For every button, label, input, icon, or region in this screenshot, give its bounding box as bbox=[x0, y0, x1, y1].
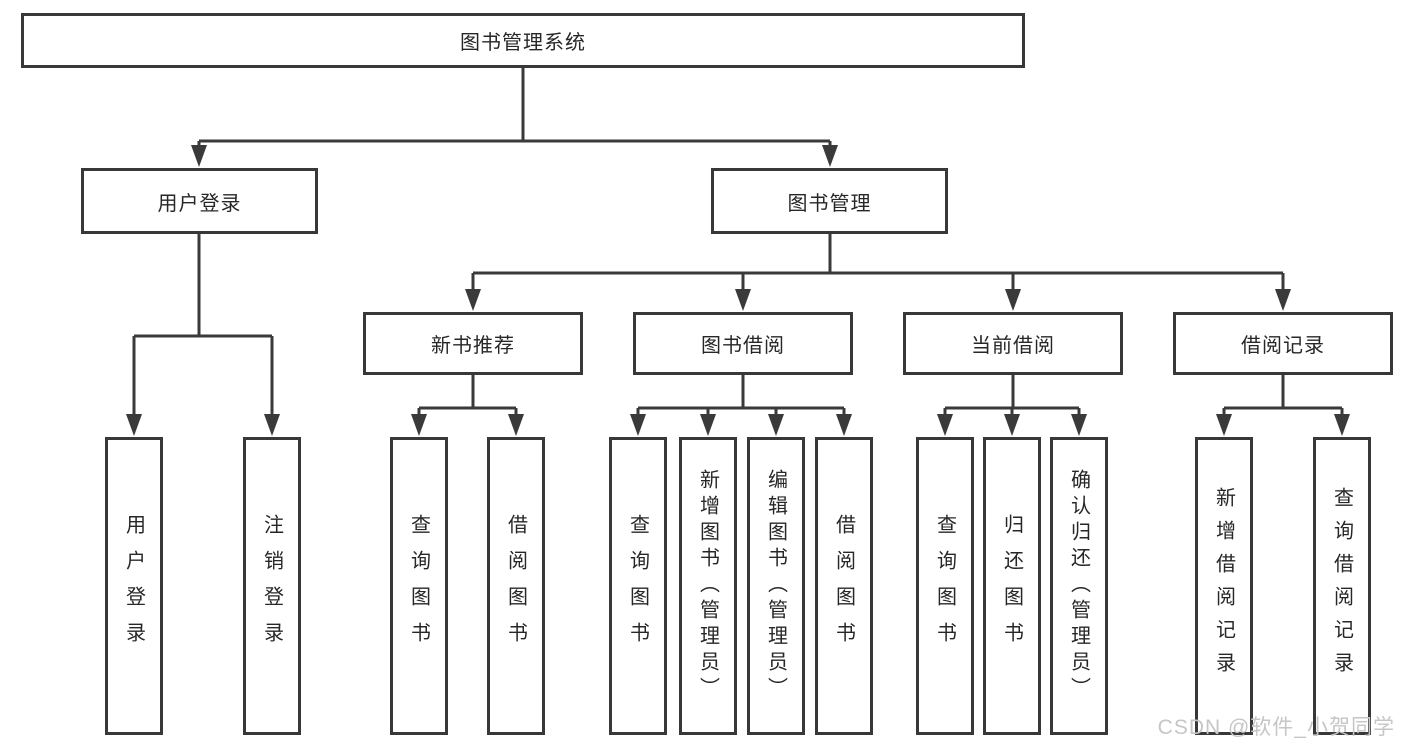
leaf-query-books: 查询图书 bbox=[609, 437, 667, 735]
node-label: 新增借阅记录 bbox=[1212, 487, 1235, 685]
leaf-logout: 注销登录 bbox=[243, 437, 301, 735]
node-book-borrow: 图书借阅 bbox=[633, 312, 853, 375]
leaf-borrow-books: 借阅图书 bbox=[815, 437, 873, 735]
node-label: 查询图书 bbox=[933, 514, 956, 658]
node-label: 当前借阅 bbox=[971, 335, 1055, 357]
node-user-login: 用户登录 bbox=[81, 168, 318, 234]
leaf-return-book: 归还图书 bbox=[983, 437, 1041, 735]
node-label: 确认归还（管理员） bbox=[1067, 469, 1090, 703]
node-label: 查询借阅记录 bbox=[1330, 487, 1353, 685]
leaf-query-books: 查询图书 bbox=[916, 437, 974, 735]
leaf-query-borrow-record: 查询借阅记录 bbox=[1313, 437, 1371, 735]
node-label: 借阅图书 bbox=[504, 514, 527, 658]
node-label: 图书借阅 bbox=[701, 335, 785, 357]
leaf-borrow-books: 借阅图书 bbox=[487, 437, 545, 735]
node-label: 用户登录 bbox=[157, 192, 242, 215]
node-label: 编辑图书（管理员） bbox=[764, 469, 787, 703]
node-label: 借阅图书 bbox=[832, 514, 855, 658]
node-new-book-recommend: 新书推荐 bbox=[363, 312, 583, 375]
node-current-borrow: 当前借阅 bbox=[903, 312, 1123, 375]
leaf-confirm-return-admin: 确认归还（管理员） bbox=[1050, 437, 1108, 735]
node-label: 图书管理 bbox=[787, 192, 872, 215]
node-label: 查询图书 bbox=[407, 514, 430, 658]
node-label: 图书管理系统 bbox=[460, 32, 586, 54]
leaf-user-login: 用户登录 bbox=[105, 437, 163, 735]
leaf-edit-book-admin: 编辑图书（管理员） bbox=[747, 437, 805, 735]
node-borrow-records: 借阅记录 bbox=[1173, 312, 1393, 375]
node-label: 新书推荐 bbox=[431, 335, 515, 357]
node-label: 查询图书 bbox=[626, 514, 649, 658]
node-label: 归还图书 bbox=[1000, 514, 1023, 658]
leaf-add-book-admin: 新增图书（管理员） bbox=[679, 437, 737, 735]
node-label: 借阅记录 bbox=[1241, 335, 1325, 357]
node-library-system: 图书管理系统 bbox=[21, 13, 1025, 68]
csdn-watermark: CSDN @软件_小贺同学 bbox=[1157, 716, 1395, 739]
node-label: 注销登录 bbox=[260, 514, 283, 658]
node-label: 新增图书（管理员） bbox=[696, 469, 719, 703]
node-book-management: 图书管理 bbox=[711, 168, 948, 234]
node-label: 用户登录 bbox=[122, 514, 145, 658]
leaf-add-borrow-record: 新增借阅记录 bbox=[1195, 437, 1253, 735]
leaf-query-books: 查询图书 bbox=[390, 437, 448, 735]
